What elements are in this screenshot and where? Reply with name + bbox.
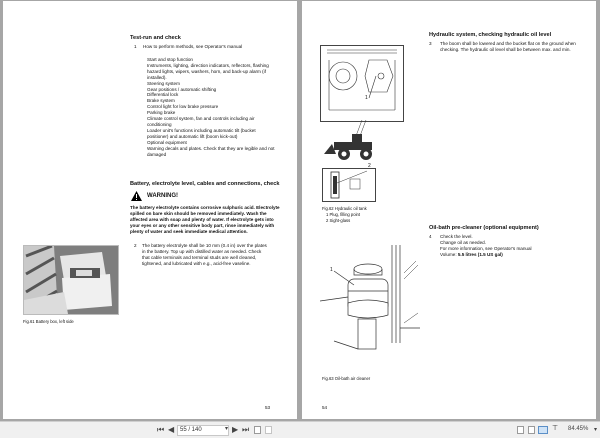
section-title-oil-bath: Oil-bath pre-cleaner (optional equipment… <box>429 225 539 231</box>
step-number: 4 <box>429 234 432 239</box>
page-dropdown-button[interactable]: ▾ <box>225 426 229 432</box>
step-number: 1 <box>134 44 137 49</box>
list-item: Gear positions / automatic shifting <box>147 86 217 92</box>
list-item: Parking brake <box>147 110 176 116</box>
volume-value: 5.5 litres (1.5 US gal) <box>457 252 503 257</box>
previous-page-button[interactable]: ◀ <box>168 425 175 434</box>
warning-heading: WARNING! <box>131 191 178 201</box>
list-item: Optional equipment <box>147 139 187 145</box>
list-item: Instruments, lighting, direction indicat… <box>147 62 269 80</box>
step-number: 3 <box>429 41 432 46</box>
first-page-button[interactable]: ⏮ <box>157 425 165 434</box>
list-item: Warning decals and plates. Check that th… <box>147 145 275 157</box>
volume-line: Volume: 5.5 litres (1.5 US gal) <box>440 252 586 258</box>
list-item: Climate control system, fan and controls… <box>147 116 255 127</box>
step-text: How to perform methods, see Operator's m… <box>143 44 243 49</box>
section-title-hydraulic: Hydraulic system, checking hydraulic oil… <box>429 32 552 38</box>
hydraulic-tank-drawing <box>327 49 397 111</box>
checklist: Start and stop function Instruments, lig… <box>147 57 277 157</box>
hydraulic-tank-diagram: 1 <box>320 45 404 122</box>
page-54: Hydraulic system, checking hydraulic oil… <box>302 1 596 419</box>
list-item: Differential lock <box>147 92 179 98</box>
single-page-view-icon[interactable] <box>517 426 524 434</box>
warning-triangle-icon <box>131 191 142 201</box>
figure-caption: Fig.61 Battery box, left side <box>23 319 74 324</box>
list-item: Control light for low brake pressure <box>147 104 219 110</box>
continuous-view-icon[interactable] <box>528 426 535 434</box>
wheel-loader-icon <box>324 120 372 160</box>
next-page-button[interactable]: ▶ <box>232 425 239 434</box>
step-line: Check the level. <box>440 234 473 239</box>
copy-page-icon[interactable] <box>254 426 261 434</box>
oil-bath-air-cleaner-drawing <box>320 245 420 350</box>
volume-label: Volume: <box>440 252 458 257</box>
list-item: Brake system <box>147 98 175 104</box>
page-number: 54 <box>322 405 328 410</box>
step-text: The boom shall be lowered and the bucket… <box>440 41 576 52</box>
paste-page-icon[interactable] <box>265 426 272 434</box>
zoom-dropdown-button[interactable]: ▾ <box>594 427 598 433</box>
list-item: Start and stop function <box>147 57 193 62</box>
page-number-input[interactable]: 55 / 140 <box>177 425 229 436</box>
callout-1: 1 <box>365 95 368 101</box>
step-text: Check the level. Change oil as needed. F… <box>440 234 586 258</box>
last-page-button[interactable]: ⏭ <box>242 425 250 434</box>
sight-glass-drawing <box>330 170 368 199</box>
page-53: Test-run and check 1 How to perform meth… <box>3 1 297 419</box>
figure-legend-item: 1 Plug, filling point <box>326 212 360 217</box>
document-viewport: Test-run and check 1 How to perform meth… <box>3 1 596 419</box>
list-item: Loader unit's functions including automa… <box>147 127 256 139</box>
callout-2: 2 <box>368 163 371 169</box>
battery-box-photo <box>23 244 119 315</box>
step-number: 2 <box>134 243 137 248</box>
callout-1: 1 <box>330 267 333 273</box>
section-title-test-run: Test-run and check <box>130 35 181 41</box>
battery-box-image <box>24 244 118 314</box>
step-line: For more information, see Operator's man… <box>440 246 532 251</box>
sight-glass-detail <box>322 168 376 202</box>
page-number: 53 <box>265 405 271 410</box>
warning-text: The battery electrolyte contains corrosi… <box>130 205 280 234</box>
zoom-level[interactable]: 84.45% <box>568 426 589 432</box>
warning-label: WARNING! <box>147 193 178 199</box>
viewer-toolbar: ⏮ ◀ 55 / 140 ▾ ▶ ⏭ ⊤ 84.45% ▾ <box>0 421 600 438</box>
two-page-view-icon[interactable] <box>538 426 548 434</box>
list-item: Steering system <box>147 80 180 86</box>
step-text: The battery electrolyte shall be 10 mm (… <box>142 243 267 266</box>
figure-legend-item: 2 Sight-glass <box>326 218 351 223</box>
figure-caption: Fig.62 Hydraulic oil tank <box>322 206 367 211</box>
step-line: Change oil as needed. <box>440 240 486 245</box>
section-title-battery: Battery, electrolyte level, cables and c… <box>130 181 280 187</box>
fit-width-icon[interactable]: ⊤ <box>552 425 559 432</box>
figure-caption: Fig.63 Oil-bath air cleaner <box>322 376 371 381</box>
